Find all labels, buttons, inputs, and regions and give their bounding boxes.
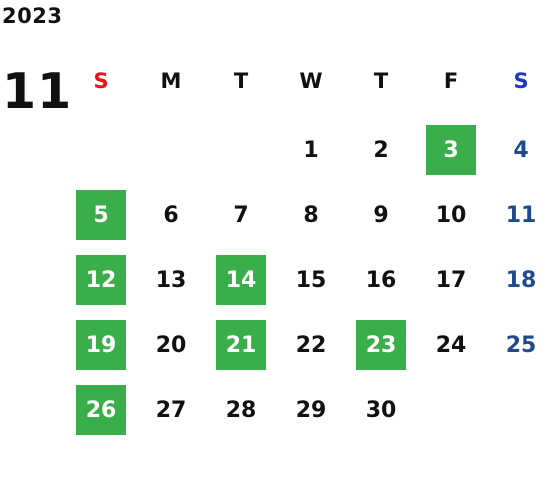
calendar-month: 11 [2,63,73,120]
weekday-header-sat: S [513,69,529,93]
day-cell-16[interactable]: 16 [365,267,397,293]
day-cell-15[interactable]: 15 [295,267,327,293]
weekday-header-mon: M [160,69,182,93]
day-cell-24[interactable]: 24 [435,332,467,358]
weekday-header-wed: W [299,69,323,93]
day-cell-2[interactable]: 2 [373,137,389,163]
weekday-header-fri: F [443,69,459,93]
weekday-header-tue: T [233,69,249,93]
day-cell-22[interactable]: 22 [295,332,327,358]
day-cell-7[interactable]: 7 [233,202,249,228]
day-cell-18[interactable]: 18 [505,267,537,293]
day-cell-12[interactable]: 12 [76,255,126,305]
day-cell-3[interactable]: 3 [426,125,476,175]
day-cell-10[interactable]: 10 [435,202,467,228]
day-cell-29[interactable]: 29 [295,397,327,423]
day-cell-28[interactable]: 28 [225,397,257,423]
day-cell-23[interactable]: 23 [356,320,406,370]
day-cell-9[interactable]: 9 [373,202,389,228]
day-cell-13[interactable]: 13 [155,267,187,293]
day-cell-17[interactable]: 17 [435,267,467,293]
weekday-header-sun: S [93,69,109,93]
day-cell-26[interactable]: 26 [76,385,126,435]
calendar-year: 2023 [2,4,63,28]
day-cell-6[interactable]: 6 [163,202,179,228]
day-cell-4[interactable]: 4 [513,137,529,163]
day-cell-21[interactable]: 21 [216,320,266,370]
day-cell-8[interactable]: 8 [303,202,319,228]
day-cell-25[interactable]: 25 [505,332,537,358]
day-cell-1[interactable]: 1 [303,137,319,163]
day-cell-11[interactable]: 11 [505,202,537,228]
day-cell-30[interactable]: 30 [365,397,397,423]
weekday-header-thu: T [373,69,389,93]
day-cell-20[interactable]: 20 [155,332,187,358]
day-cell-14[interactable]: 14 [216,255,266,305]
day-cell-27[interactable]: 27 [155,397,187,423]
day-cell-19[interactable]: 19 [76,320,126,370]
day-cell-5[interactable]: 5 [76,190,126,240]
